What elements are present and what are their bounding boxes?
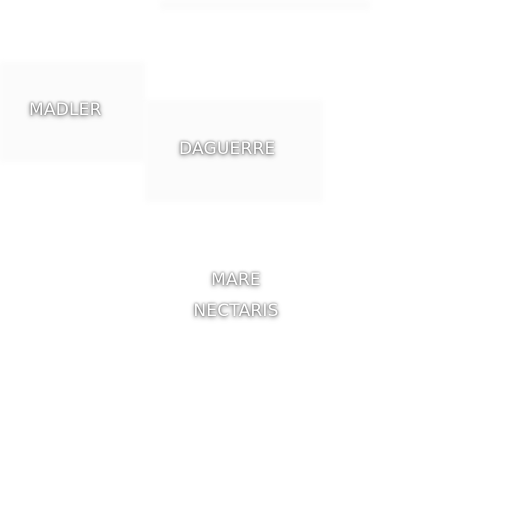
mare-label-nectaris: MARE NECTARIS xyxy=(188,265,284,327)
surface-patch-top xyxy=(160,0,370,10)
surface-patch-center xyxy=(145,100,323,202)
mare-label-line-2: NECTARIS xyxy=(193,301,279,321)
surface-patch-left xyxy=(0,62,145,162)
crater-label-daguerre: DAGUERRE xyxy=(179,139,276,159)
mare-label-line-1: MARE xyxy=(211,270,261,290)
crater-label-madler: MADLER xyxy=(29,100,102,120)
